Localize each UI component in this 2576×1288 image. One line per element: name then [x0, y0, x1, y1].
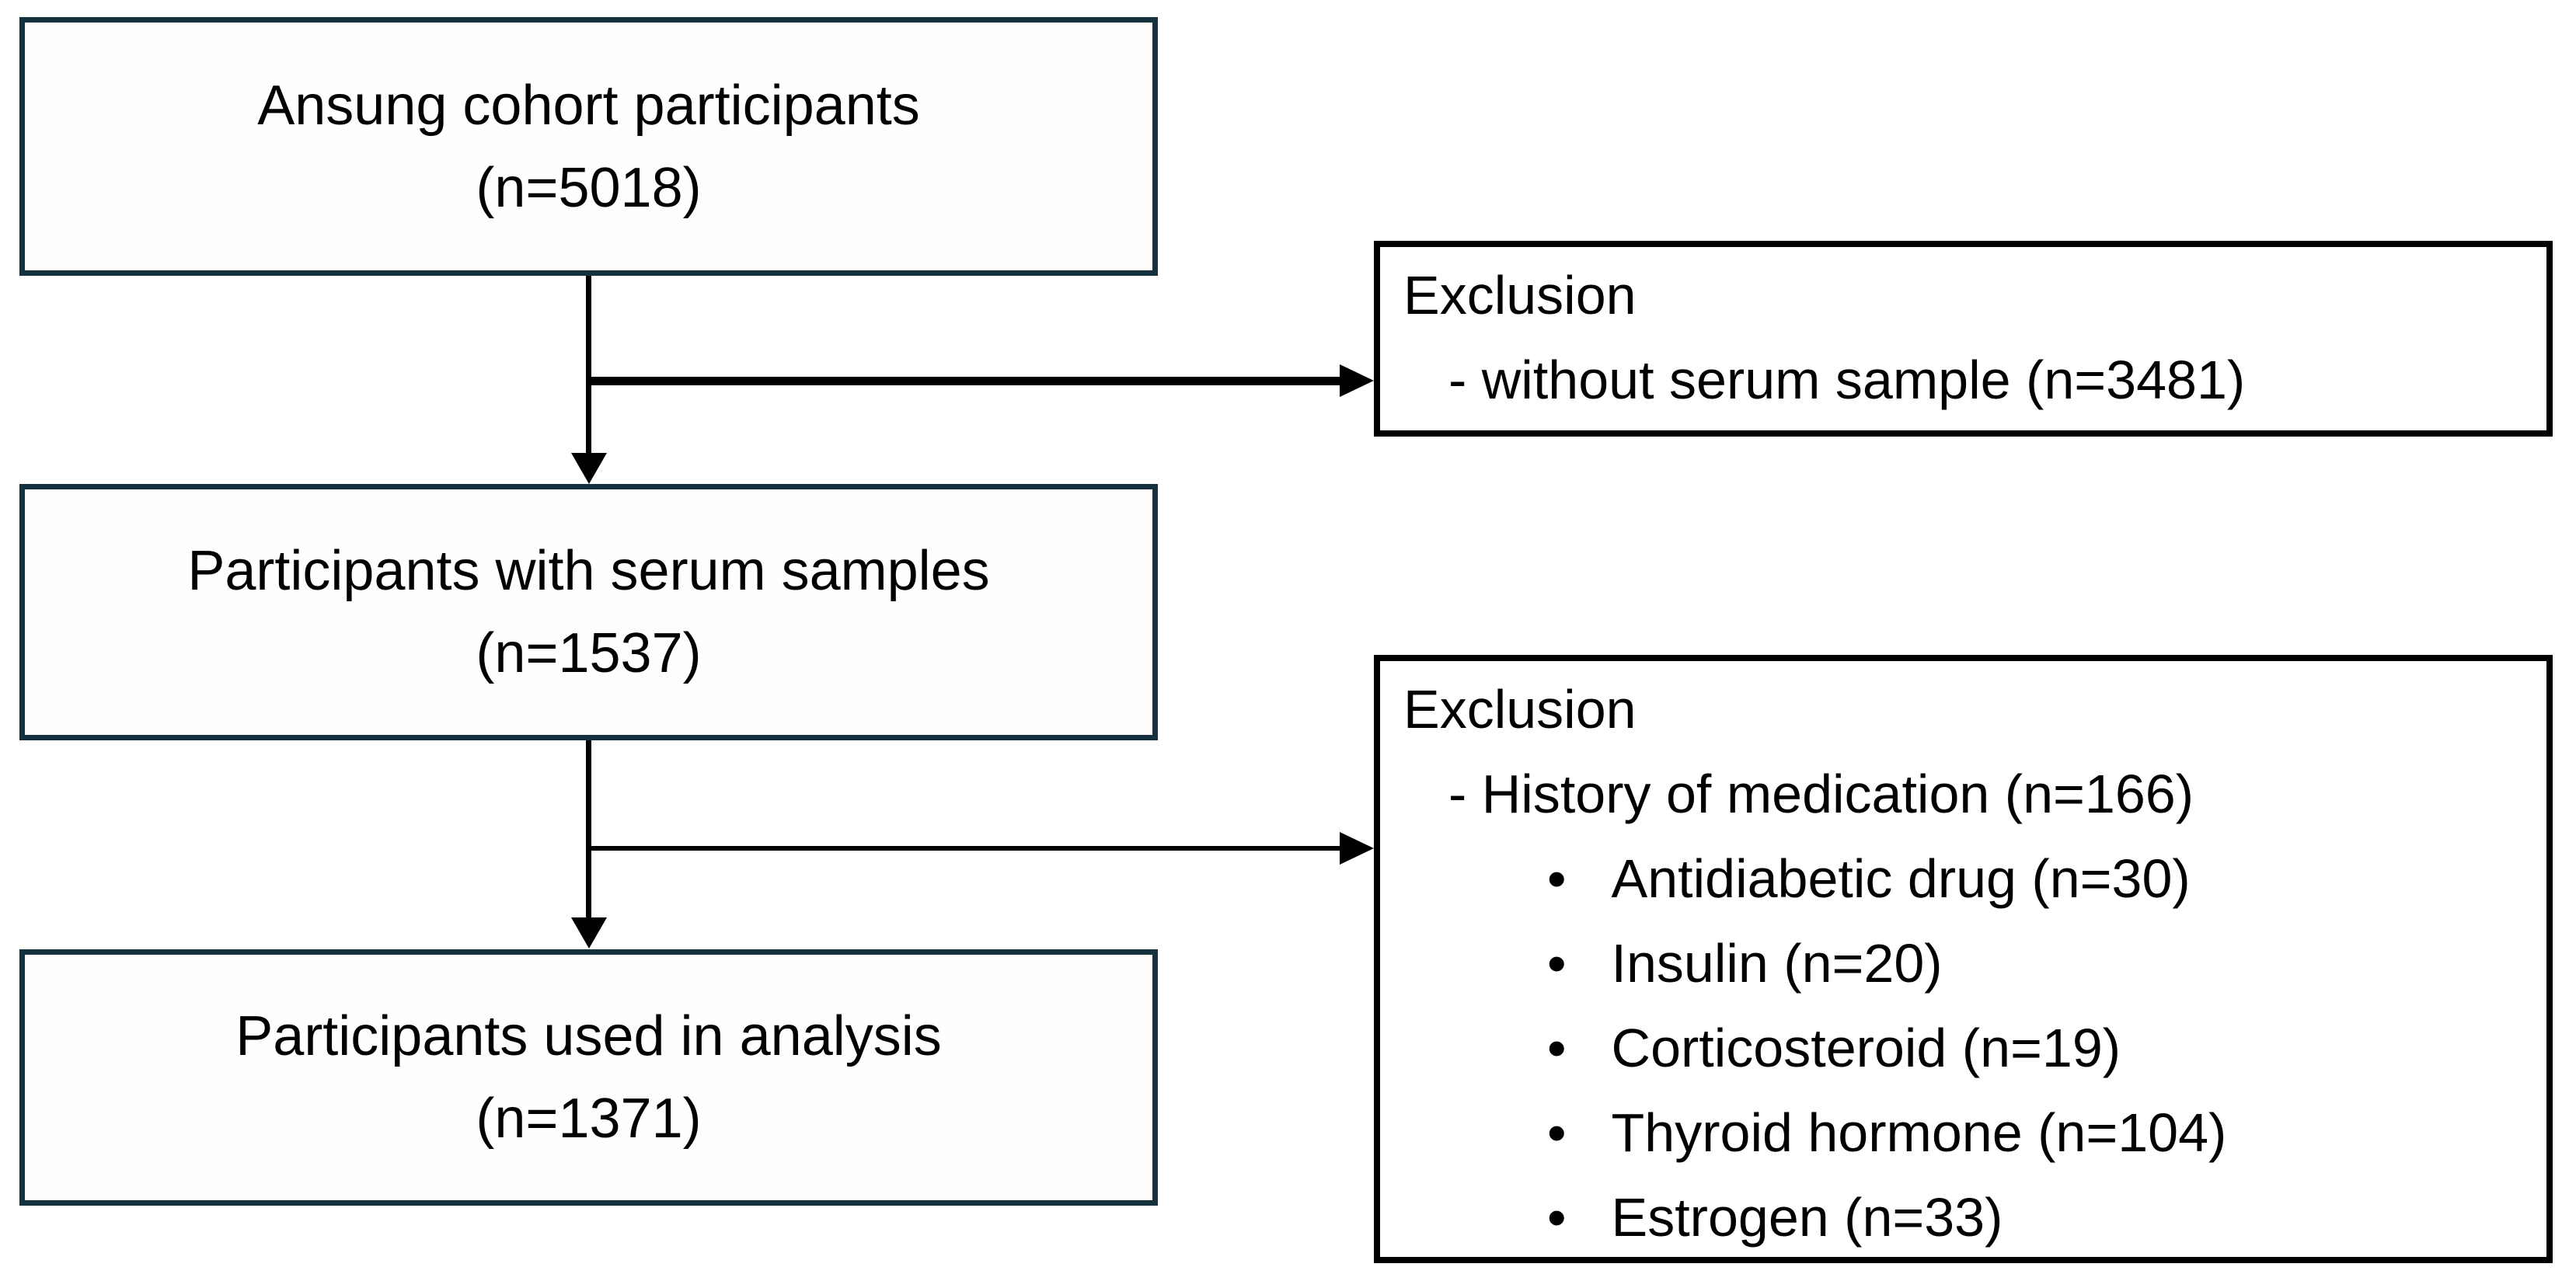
bullet-icon: • — [1547, 1102, 1567, 1163]
exclusion-1-item: - without serum sample (n=3481) — [1448, 350, 2246, 410]
arrow-line-to-exclusion-1 — [586, 377, 1341, 385]
exclusion-2-title: Exclusion — [1403, 679, 1637, 740]
bullet-icon: • — [1547, 848, 1567, 909]
node-analysis: Participants used in analysis (n=1371) — [19, 949, 1158, 1206]
arrowhead-down-to-serum-icon — [571, 453, 607, 484]
bullet-icon: • — [1547, 933, 1567, 994]
bullet-label: Antidiabetic drug (n=30) — [1611, 848, 2191, 909]
exclusion-box-2: Exclusion - History of medication (n=166… — [1374, 655, 2553, 1263]
arrow-line-serum-to-analysis — [586, 740, 591, 919]
node-analysis-label: Participants used in analysis — [235, 1005, 942, 1067]
arrowhead-down-to-analysis-icon — [571, 917, 607, 949]
node-serum-label: Participants with serum samples — [187, 540, 990, 602]
bullet-label: Corticosteroid (n=19) — [1611, 1018, 2121, 1078]
exclusion-2-bullet-estrogen: • Estrogen (n=33) — [1403, 1175, 2539, 1260]
exclusion-2-bullet-insulin: • Insulin (n=20) — [1403, 921, 2539, 1006]
node-cohort: Ansung cohort participants (n=5018) — [19, 17, 1158, 276]
arrow-line-to-exclusion-2 — [586, 846, 1341, 851]
arrowhead-right-to-exclusion-2-icon — [1340, 832, 1374, 865]
exclusion-2-bullet-antidiabetic: • Antidiabetic drug (n=30) — [1403, 837, 2539, 921]
node-cohort-label: Ansung cohort participants — [257, 74, 920, 137]
bullet-label: Insulin (n=20) — [1611, 933, 1943, 994]
bullet-icon: • — [1547, 1187, 1567, 1248]
bullet-label: Thyroid hormone (n=104) — [1611, 1102, 2227, 1163]
bullet-icon: • — [1547, 1018, 1567, 1078]
node-cohort-count: (n=5018) — [476, 156, 702, 219]
exclusion-2-bullet-corticosteroid: • Corticosteroid (n=19) — [1403, 1006, 2539, 1091]
node-analysis-count: (n=1371) — [476, 1088, 702, 1150]
node-serum-count: (n=1537) — [476, 622, 702, 684]
arrow-line-cohort-to-serum — [586, 276, 591, 454]
bullet-label: Estrogen (n=33) — [1611, 1187, 2003, 1248]
node-serum: Participants with serum samples (n=1537) — [19, 484, 1158, 740]
exclusion-2-bullet-thyroid: • Thyroid hormone (n=104) — [1403, 1091, 2539, 1175]
exclusion-1-title: Exclusion — [1403, 265, 1637, 325]
exclusion-2-item: - History of medication (n=166) — [1448, 764, 2194, 824]
exclusion-box-1: Exclusion - without serum sample (n=3481… — [1374, 241, 2553, 437]
arrowhead-right-to-exclusion-1-icon — [1340, 364, 1374, 397]
